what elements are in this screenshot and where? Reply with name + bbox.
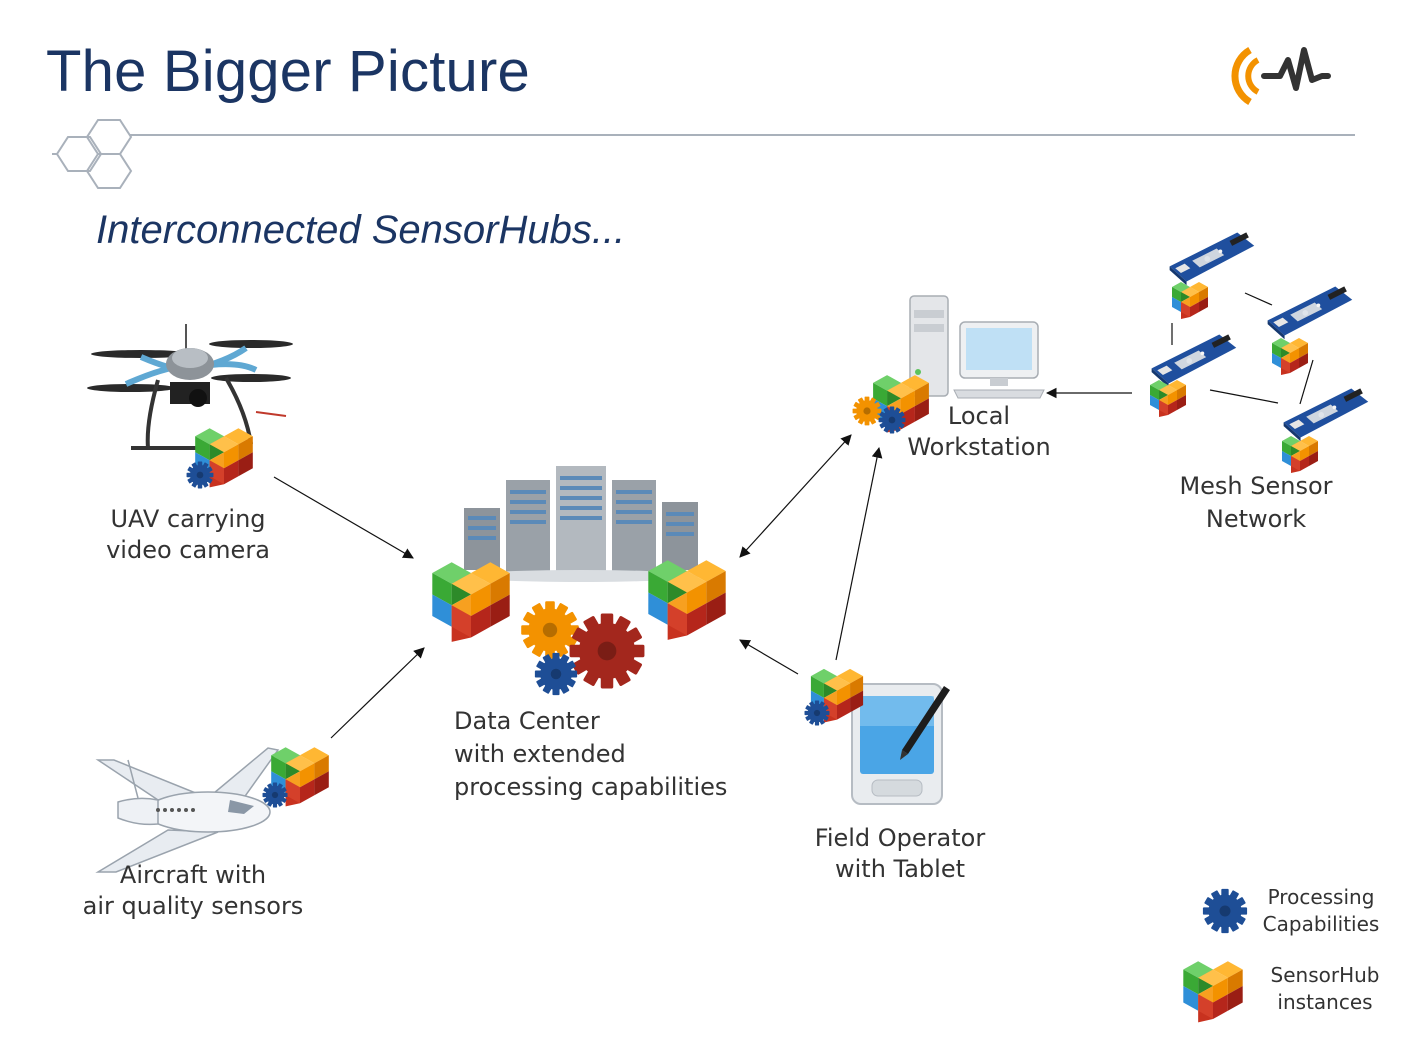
sensorhub-cube-icon bbox=[432, 562, 510, 642]
sensorhub-cube-icon bbox=[1272, 338, 1308, 375]
airplane-icon bbox=[95, 747, 280, 873]
gear-icon bbox=[186, 461, 214, 489]
gear-icon bbox=[804, 700, 830, 726]
hexagon-decoration-icon bbox=[52, 119, 1355, 189]
gear-icon bbox=[534, 652, 578, 696]
sensorhub-cube-icon bbox=[1282, 436, 1318, 473]
desktop-computer-icon bbox=[909, 295, 1045, 399]
logo-icon bbox=[1231, 46, 1331, 106]
gear-icon bbox=[1202, 888, 1248, 934]
gear-icon bbox=[569, 613, 645, 689]
sensor-board-icon bbox=[1169, 232, 1255, 286]
sensorhub-cube-icon bbox=[1172, 282, 1208, 319]
page-title: The Bigger Picture bbox=[46, 39, 530, 104]
sensorhub-cube-icon bbox=[1183, 961, 1243, 1023]
tablet-icon bbox=[851, 683, 950, 805]
sensorhub-cube-icon bbox=[648, 560, 726, 640]
drone-icon bbox=[87, 324, 293, 450]
gear-icon bbox=[262, 782, 288, 808]
sensor-board-icon bbox=[1267, 286, 1353, 340]
subtitle: Interconnected SensorHubs... bbox=[96, 208, 626, 252]
server-cluster-icon bbox=[463, 466, 699, 582]
sensorhub-cube-icon bbox=[1150, 380, 1186, 417]
